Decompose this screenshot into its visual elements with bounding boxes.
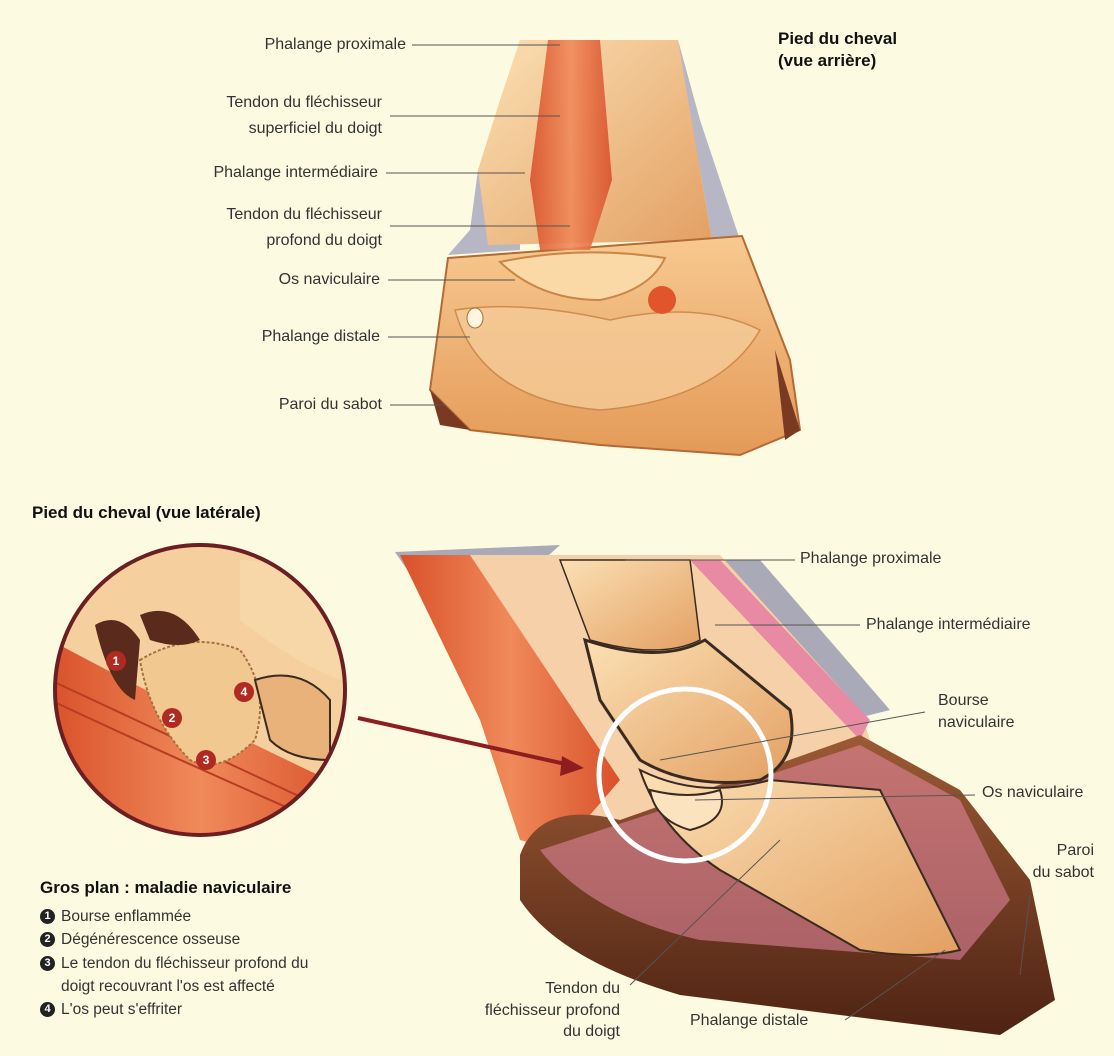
legend-text-2: Dégénérescence osseuse bbox=[61, 928, 240, 951]
lateral-label-navicular: Os naviculaire bbox=[982, 782, 1083, 804]
closeup-art bbox=[50, 540, 350, 840]
rear-label-superficial-tendon-2: superficiel du doigt bbox=[249, 118, 382, 140]
legend-item: 3 Le tendon du fléchisseur profond du do… bbox=[40, 952, 308, 999]
rear-view-art bbox=[430, 40, 800, 455]
rear-label-hoof-wall: Paroi du sabot bbox=[279, 394, 382, 416]
lateral-label-bursa-line2: naviculaire bbox=[938, 712, 1014, 734]
lateral-label-intermediate-phalanx: Phalange intermédiaire bbox=[866, 614, 1031, 636]
legend-number-4: 4 bbox=[40, 1002, 55, 1017]
rear-view-title-line1: Pied du cheval bbox=[778, 28, 897, 50]
lateral-label-bursa-line1: Bourse bbox=[938, 690, 1014, 712]
legend-item: 4 L'os peut s'effriter bbox=[40, 998, 308, 1021]
legend-number-3: 3 bbox=[40, 956, 55, 971]
legend-item: 1 Bourse enflammée bbox=[40, 905, 308, 928]
legend-text-3-line2: doigt recouvrant l'os est affecté bbox=[61, 978, 275, 995]
closeup-marker-1: 1 bbox=[106, 651, 126, 671]
rear-label-superficial-tendon-1: Tendon du fléchisseur bbox=[226, 92, 382, 114]
rear-label-intermediate-phalanx: Phalange intermédiaire bbox=[213, 162, 378, 184]
lateral-label-hoof-wall: Paroi du sabot bbox=[1033, 840, 1094, 883]
legend-text-3: Le tendon du fléchisseur profond du doig… bbox=[61, 952, 308, 999]
rear-label-distal-phalanx: Phalange distale bbox=[262, 326, 380, 348]
rear-label-deep-tendon-1: Tendon du fléchisseur bbox=[226, 204, 382, 226]
closeup-title: Gros plan : maladie naviculaire bbox=[40, 878, 291, 898]
legend-text-1: Bourse enflammée bbox=[61, 905, 191, 928]
legend-text-3-line1: Le tendon du fléchisseur profond du bbox=[61, 955, 308, 972]
lateral-label-proximal-phalanx: Phalange proximale bbox=[800, 548, 941, 570]
closeup-marker-2: 2 bbox=[162, 708, 182, 728]
closeup-marker-4: 4 bbox=[234, 682, 254, 702]
rear-view-title-line2: (vue arrière) bbox=[778, 50, 897, 72]
legend-number-1: 1 bbox=[40, 909, 55, 924]
rear-view-title: Pied du cheval (vue arrière) bbox=[778, 28, 897, 72]
legend-number-2: 2 bbox=[40, 932, 55, 947]
lateral-label-hoof-wall-line1: Paroi bbox=[1033, 840, 1094, 862]
rear-foramen bbox=[467, 308, 483, 328]
lateral-label-deep-tendon-line3: du doigt bbox=[485, 1021, 620, 1043]
lateral-label-deep-tendon: Tendon du fléchisseur profond du doigt bbox=[485, 978, 620, 1043]
closeup-marker-3: 3 bbox=[196, 750, 216, 770]
legend-item: 2 Dégénérescence osseuse bbox=[40, 928, 308, 951]
legend-text-4: L'os peut s'effriter bbox=[61, 998, 182, 1021]
rear-label-deep-tendon-2: profond du doigt bbox=[266, 230, 382, 252]
lateral-label-deep-tendon-line1: Tendon du bbox=[485, 978, 620, 1000]
lateral-label-distal-phalanx: Phalange distale bbox=[690, 1010, 808, 1032]
lateral-label-hoof-wall-line2: du sabot bbox=[1033, 862, 1094, 884]
rear-red-spot bbox=[648, 286, 676, 314]
closeup-legend: 1 Bourse enflammée 2 Dégénérescence osse… bbox=[40, 905, 308, 1021]
lateral-label-bursa: Bourse naviculaire bbox=[938, 690, 1014, 733]
rear-label-proximal-phalanx: Phalange proximale bbox=[265, 34, 406, 56]
rear-label-navicular: Os naviculaire bbox=[279, 269, 380, 291]
lateral-label-deep-tendon-line2: fléchisseur profond bbox=[485, 1000, 620, 1022]
lateral-view-title: Pied du cheval (vue latérale) bbox=[32, 502, 261, 524]
